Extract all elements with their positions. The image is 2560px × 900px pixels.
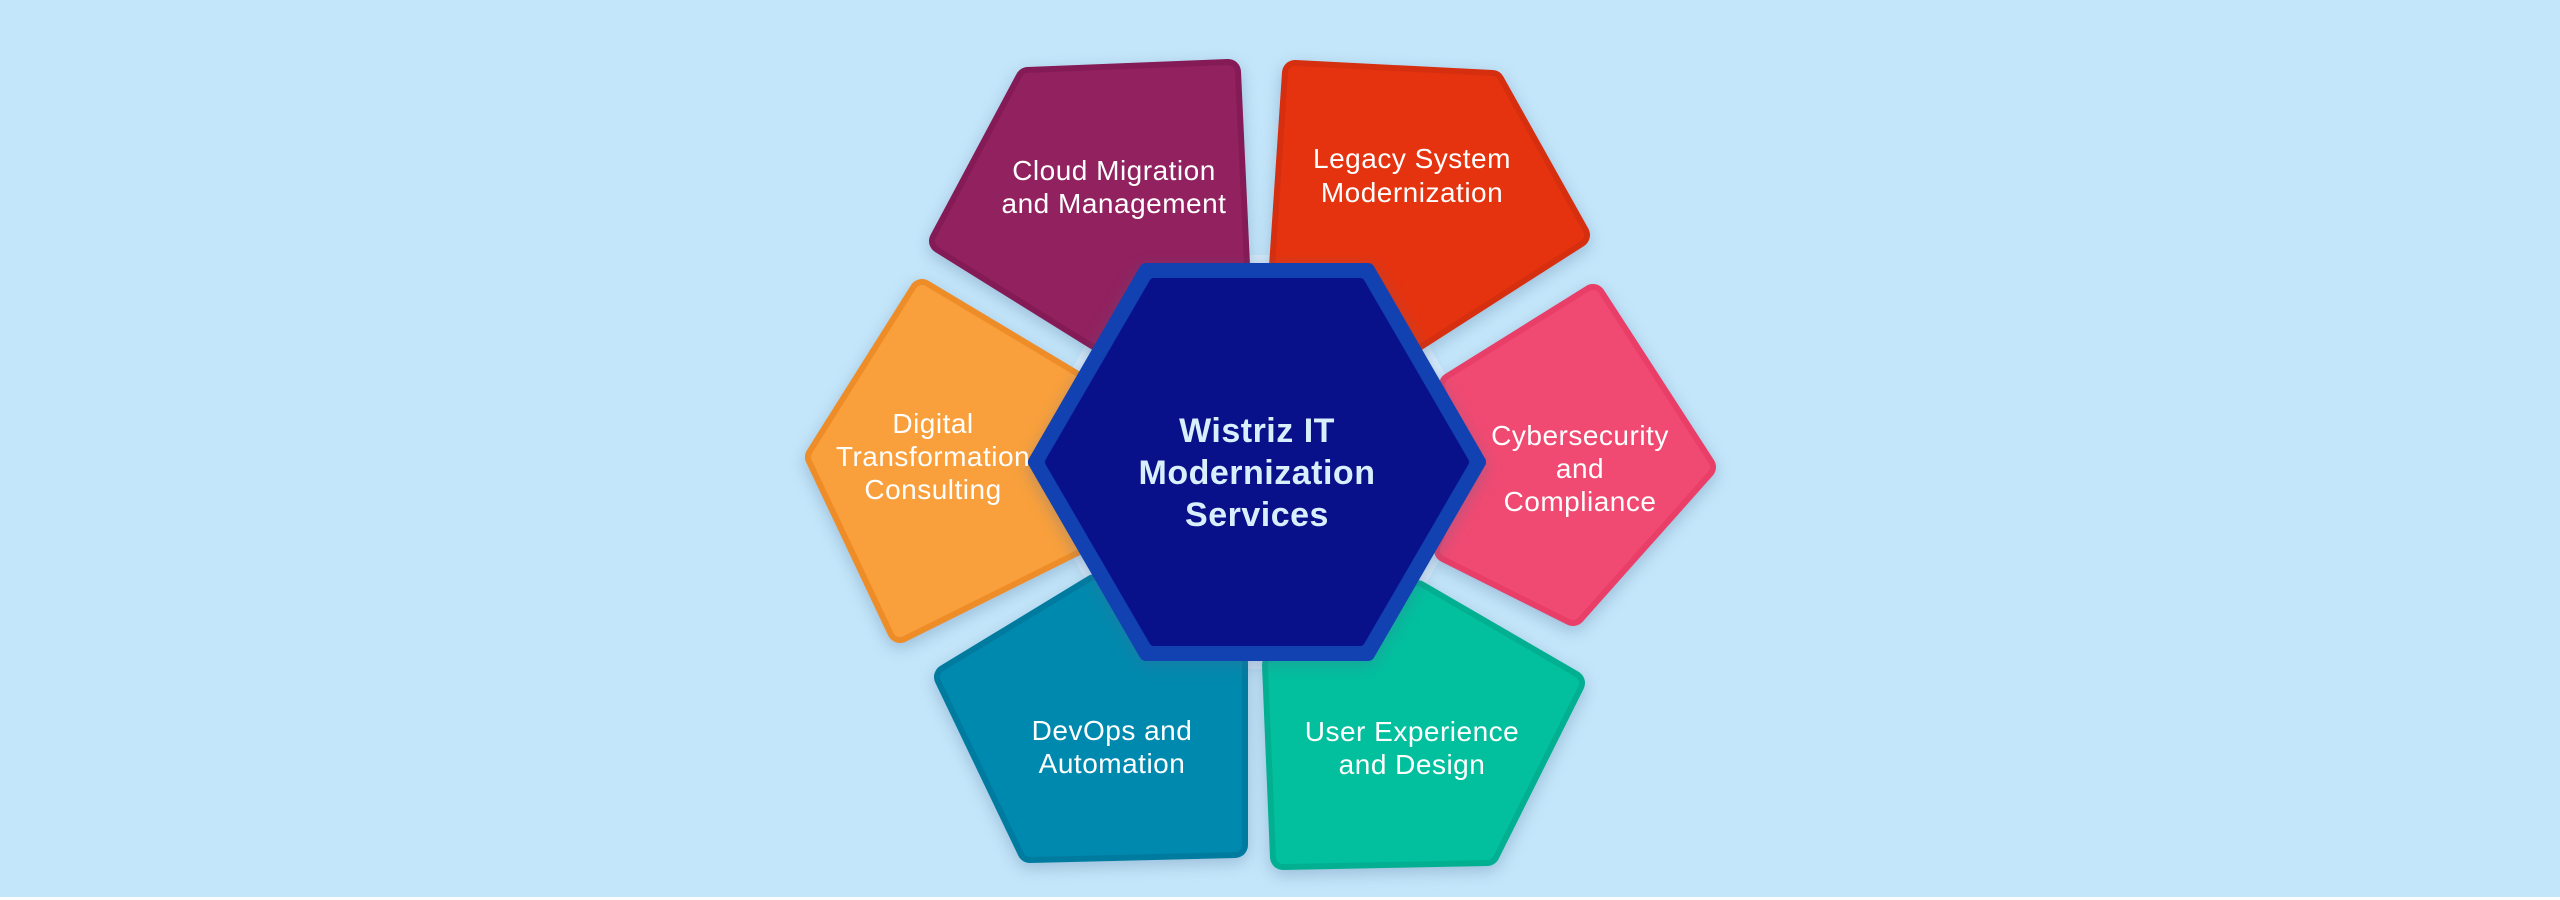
center-title-line-1: Wistriz IT [1179, 412, 1335, 450]
label-line: Cybersecurity [1491, 420, 1669, 451]
bottom-edge-strip [0, 897, 2560, 900]
label-line: User Experience [1305, 716, 1519, 747]
petal-cybersecurity-body [1440, 290, 1710, 620]
label-line: Cloud Migration [1012, 155, 1216, 186]
center-title-line-3: Services [1185, 496, 1329, 534]
label-line: and [1556, 453, 1604, 484]
center-hexagon-fill [1045, 278, 1469, 646]
center-title-line-2: Modernization [1139, 454, 1376, 492]
label-line: and Management [1002, 188, 1227, 219]
petal-user-experience-body [1268, 586, 1579, 864]
label-legacy-system-modernization: Legacy System Modernization [1313, 143, 1511, 208]
label-cloud-migration-and-management: Cloud Migration and Management [1002, 155, 1227, 219]
petal-user-experience-and-design [1262, 580, 1585, 870]
label-line: Consulting [864, 474, 1001, 505]
label-line: Digital [892, 408, 973, 439]
center-hexagon [1028, 263, 1486, 661]
label-digital-transformation-consulting: Digital Transformation Consulting [836, 408, 1030, 505]
petal-digital-transformation-consulting [805, 279, 1088, 643]
label-line: Modernization [1321, 177, 1503, 208]
label-line: Legacy System [1313, 143, 1511, 174]
label-cybersecurity-and-compliance: Cybersecurity and Compliance [1491, 420, 1669, 517]
label-line: Automation [1039, 748, 1186, 779]
label-line: Transformation [836, 441, 1030, 472]
petal-cybersecurity-and-compliance [1434, 284, 1716, 626]
label-user-experience-and-design: User Experience and Design [1305, 716, 1519, 780]
label-line: Compliance [1504, 486, 1657, 517]
label-devops-and-automation: DevOps and Automation [1032, 715, 1193, 779]
label-line: DevOps and [1032, 715, 1193, 746]
label-line: and Design [1339, 749, 1486, 780]
center-title: Wistriz IT Modernization Services [1139, 412, 1376, 534]
